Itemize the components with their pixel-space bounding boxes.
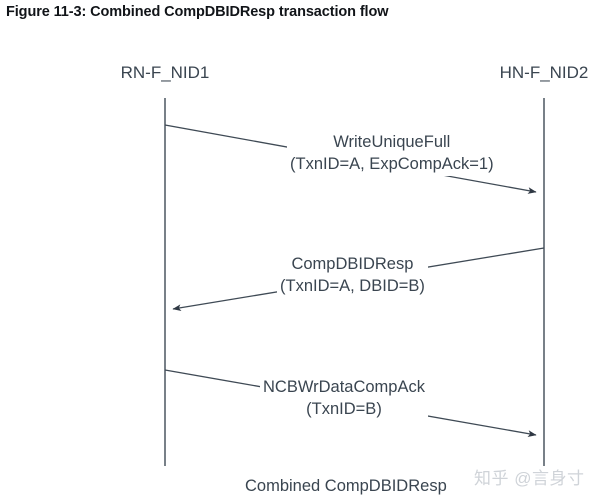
message-label-2-line1: CompDBIDResp	[291, 255, 414, 273]
message-label-3-line2: (TxnID=B)	[306, 399, 382, 418]
message-label-1: WriteUniqueFull (TxnID=A, ExpCompAck=1)	[287, 132, 497, 176]
message-label-1-line2: (TxnID=A, ExpCompAck=1)	[290, 154, 494, 173]
figure-title: Figure 11-3: Combined CompDBIDResp trans…	[6, 4, 389, 20]
message-label-2: CompDBIDResp (TxnID=A, DBID=B)	[277, 254, 428, 298]
watermark: 知乎 @言身寸	[474, 469, 585, 488]
message-label-3: NCBWrDataCompAck (TxnID=B)	[260, 377, 428, 421]
lifeline-label-rn-f-nid1: RN-F_NID1	[120, 63, 210, 82]
message-label-1-line1: WriteUniqueFull	[333, 133, 451, 151]
lifeline-label-hn-f-nid2: HN-F_NID2	[499, 63, 589, 82]
bottom-caption: Combined CompDBIDResp	[245, 477, 447, 495]
message-label-3-line1: NCBWrDataCompAck	[263, 378, 425, 396]
message-label-2-line2: (TxnID=A, DBID=B)	[280, 276, 425, 295]
